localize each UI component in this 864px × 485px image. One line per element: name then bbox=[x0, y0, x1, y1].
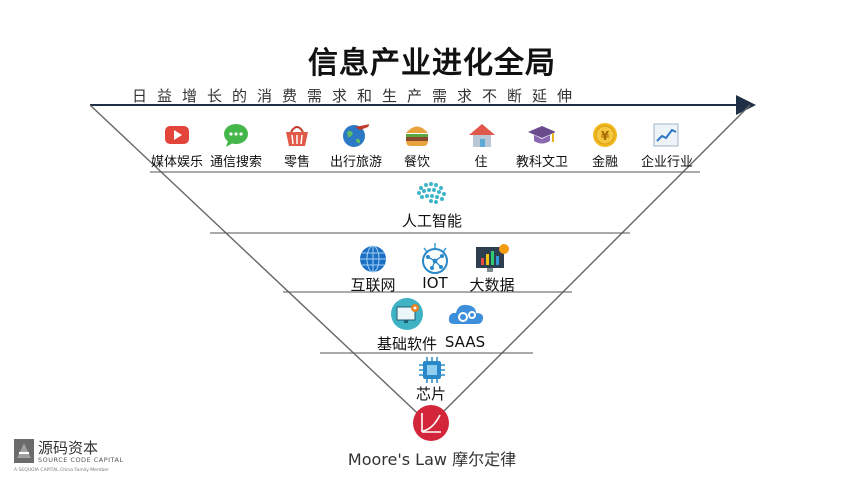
category-label: 通信搜索 bbox=[209, 155, 262, 170]
line-chart-icon bbox=[652, 121, 680, 149]
software-label: 基础软件 bbox=[376, 335, 437, 353]
globe-plane-icon bbox=[341, 121, 369, 149]
software-label: SAAS bbox=[444, 333, 486, 351]
globe-icon bbox=[357, 243, 389, 275]
tech-label: 大数据 bbox=[469, 276, 515, 294]
tech-label: IOT bbox=[422, 274, 448, 292]
category-label: 金融 bbox=[591, 155, 618, 170]
shopping-basket-icon bbox=[283, 121, 311, 149]
brand-subtitle: SOURCE CODE CAPITAL bbox=[38, 456, 124, 464]
source-code-capital-logo bbox=[13, 438, 35, 464]
bar-chart-monitor-icon bbox=[474, 243, 510, 275]
svg-text:¥: ¥ bbox=[601, 129, 610, 143]
house-icon bbox=[467, 121, 495, 149]
page-title: 信息产业进化全局 bbox=[308, 46, 556, 81]
chip-label: 芯片 bbox=[415, 385, 446, 403]
category-label: 零售 bbox=[283, 155, 310, 170]
category-label: 媒体娱乐 bbox=[150, 155, 203, 170]
triangle-left-edge bbox=[89, 104, 431, 426]
triangle-right-edge bbox=[429, 104, 751, 426]
tech-label: 互联网 bbox=[350, 276, 396, 294]
burger-icon bbox=[403, 121, 431, 149]
category-label: 餐饮 bbox=[403, 155, 430, 170]
graduation-cap-icon bbox=[527, 121, 555, 149]
brain-icon bbox=[413, 178, 449, 206]
category-label: 教科文卫 bbox=[515, 155, 568, 170]
moores-law-label: Moore's Law 摩尔定律 bbox=[347, 450, 517, 469]
brand-tagline: A SEQUOIA CAPITAL China Family Member bbox=[14, 468, 109, 473]
video-play-icon bbox=[163, 121, 191, 149]
chat-bubble-icon bbox=[222, 121, 250, 149]
category-label: 出行旅游 bbox=[329, 155, 382, 170]
category-label: 住 bbox=[474, 155, 488, 170]
cloud-gears-icon bbox=[446, 298, 486, 330]
yen-coin-icon: ¥ bbox=[591, 121, 619, 149]
arrow-caption: 日益增长的消费需求和生产需求不断延伸 bbox=[132, 87, 583, 105]
moore-curve-icon bbox=[411, 403, 451, 443]
monitor-gear-icon bbox=[389, 296, 425, 332]
chip-icon bbox=[418, 356, 446, 384]
category-label: 企业行业 bbox=[640, 155, 693, 170]
brand-name: 源码资本 bbox=[38, 439, 99, 457]
ai-label: 人工智能 bbox=[401, 212, 462, 230]
iot-network-icon bbox=[418, 240, 452, 276]
